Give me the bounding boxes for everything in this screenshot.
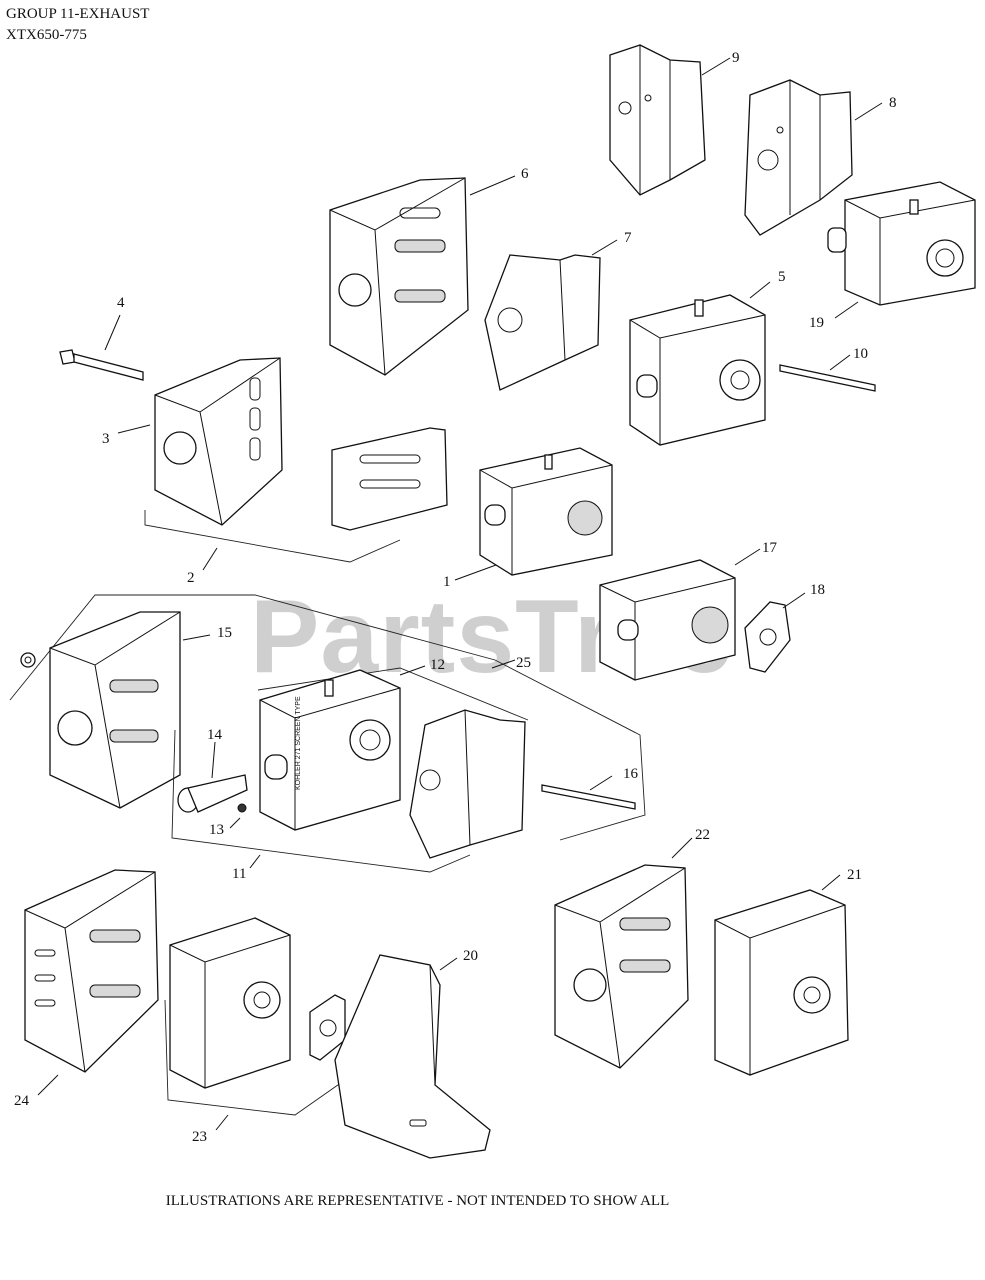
part-10-stud[interactable] [779,364,876,392]
callout-24: 24 [14,1093,30,1109]
callout-6: 6 [521,166,529,182]
callout-3: 3 [102,431,110,447]
part-6-muffler-guard[interactable] [329,177,469,376]
diagram-group-title: GROUP 11-EXHAUST [6,6,150,22]
callout-22: 22 [695,827,710,843]
callout-13: 13 [209,822,224,838]
part-8-heat-shield[interactable] [744,79,853,236]
part-1-muffler[interactable] [479,447,613,576]
disclaimer-footer: ILLUSTRATIONS ARE REPRESENTATIVE - NOT I… [165,1193,670,1209]
group-12-bracket-line [257,667,529,721]
callout-14: 14 [207,727,223,743]
callout-17: 17 [762,540,778,556]
callout-numbers: 1 2 3 4 5 6 7 8 9 10 11 12 13 14 15 16 1… [14,50,897,1145]
callout-10: 10 [853,346,868,362]
callout-20: 20 [463,948,478,964]
callout-8: 8 [889,95,897,111]
callout-5: 5 [778,269,786,285]
callout-19: 19 [809,315,824,331]
hex-nut[interactable] [20,652,36,668]
part-21-muffler[interactable] [714,889,849,1076]
part-20-heat-shield[interactable] [334,954,491,1159]
callout-23: 23 [192,1129,207,1145]
part-7-heat-shield[interactable] [484,254,601,391]
part-23-muffler[interactable] [169,917,291,1089]
part-17-muffler[interactable] [599,559,736,681]
group-23-bracket-line [164,999,346,1116]
part-22-muffler-guard[interactable] [554,864,689,1069]
callout-16: 16 [623,766,639,782]
group-25-bracket-line [9,594,646,841]
part-5-muffler[interactable] [629,294,766,446]
part-18-gasket[interactable] [744,601,791,673]
part-12-muffler[interactable]: KOHLER 271 SCREEN TYPE [259,669,401,831]
part-12-heat-shield[interactable] [409,709,526,859]
part-24-muffler-guard[interactable] [24,869,159,1073]
part-12-label: KOHLER 271 SCREEN TYPE [295,696,302,790]
callout-1: 1 [443,574,451,590]
model-range: XTX650-775 [6,27,87,43]
callout-25: 25 [516,655,531,671]
callout-4: 4 [117,295,125,311]
mounting-bracket[interactable] [331,427,448,531]
callout-15: 15 [217,625,232,641]
part-14-spark-screen[interactable] [177,774,248,813]
leader-lines [37,57,883,1131]
group-11-bracket-line [171,729,471,873]
part-19-muffler[interactable] [827,181,976,306]
part-15-muffler-guard[interactable] [49,611,181,809]
part-4-bolt[interactable] [59,349,144,381]
group-2-bracket-line [144,510,401,563]
callout-21: 21 [847,867,862,883]
part-13-screw[interactable] [237,803,247,813]
callout-7: 7 [624,230,632,246]
callout-9: 9 [732,50,740,66]
callout-12: 12 [430,657,445,673]
callout-11: 11 [232,866,246,882]
part-3-muffler-guard[interactable] [154,357,283,526]
callout-18: 18 [810,582,825,598]
callout-2: 2 [187,570,195,586]
part-16-stud[interactable] [541,784,636,810]
part-9-heat-shield[interactable] [609,44,706,196]
